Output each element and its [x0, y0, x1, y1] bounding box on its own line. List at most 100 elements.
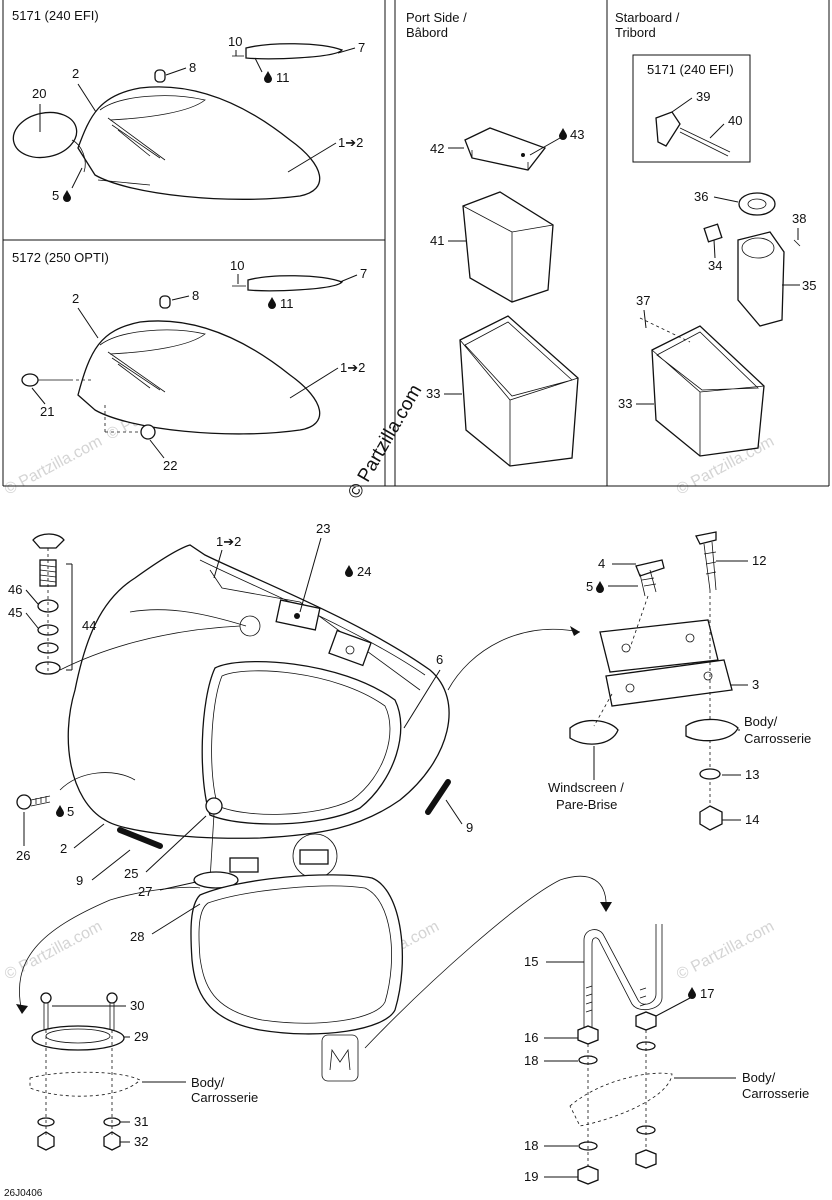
port-side-subtitle: Bâbord	[406, 25, 448, 40]
windscreen-part	[569, 720, 619, 745]
callout-33: 33	[618, 396, 632, 411]
striker-base-part	[193, 871, 239, 889]
u-bolt-kit	[364, 875, 673, 1185]
callout-7: 7	[360, 266, 367, 281]
callout-9: 9	[466, 820, 473, 835]
carrosserie-label: Carrosserie	[744, 731, 811, 746]
callout-25: 25	[124, 866, 138, 881]
pare-brise-label: Pare-Brise	[556, 797, 617, 812]
windscreen-frame-part	[190, 874, 403, 1035]
callouts-panel-a: 20 2 8 10 7 11 1➔2 5	[32, 34, 365, 203]
callout-26: 26	[16, 848, 30, 863]
callout-46: 46	[8, 582, 22, 597]
oil-drop-icon	[688, 987, 696, 999]
bin-lid-part	[464, 127, 547, 171]
callout-21: 21	[40, 404, 54, 419]
hood-lens-part	[12, 111, 78, 159]
lock-cylinder-part	[655, 111, 681, 147]
callout-7: 7	[358, 40, 365, 55]
oil-drop-icon	[596, 581, 604, 593]
base-kit-left	[16, 886, 201, 1151]
callout-22: 22	[163, 458, 177, 473]
trim-strip-part	[245, 43, 344, 60]
callout-15: 15	[524, 954, 538, 969]
storage-bin-part	[459, 315, 579, 467]
callout-14: 14	[745, 812, 759, 827]
callouts-starboard: 39 40 36 38 34 35 37 33	[618, 89, 816, 411]
callout-41: 41	[430, 233, 444, 248]
callout-19: 19	[524, 1169, 538, 1184]
latch-part	[205, 797, 223, 815]
callout-8: 8	[192, 288, 199, 303]
reference-code: 26J0406	[4, 1188, 43, 1199]
oil-drop-icon	[559, 128, 567, 140]
callout-24: 24	[357, 564, 371, 579]
starboard-parts	[639, 111, 801, 457]
panel-title-5172: 5172 (250 OPTI)	[12, 250, 109, 265]
callout-30: 30	[130, 998, 144, 1013]
hood-assembly-5171	[12, 43, 344, 200]
lock-bezel-part	[32, 533, 65, 549]
callout-12: 12	[752, 553, 766, 568]
lock-housing-part	[737, 231, 785, 327]
nut-part	[37, 599, 59, 613]
callout-11: 11	[276, 70, 290, 85]
watermark-faint: © Partzilla.com	[2, 918, 105, 984]
callout-20: 20	[32, 86, 46, 101]
carrosserie-label: Carrosserie	[742, 1086, 809, 1101]
callout-1-to-2: 1➔2	[340, 360, 365, 375]
callout-38: 38	[792, 211, 806, 226]
nut-part	[699, 805, 723, 831]
inner-bin-part	[462, 191, 554, 303]
hood-interior-assembly	[67, 544, 451, 1082]
inner-window-part	[201, 660, 402, 825]
callout-18: 18	[524, 1053, 538, 1068]
oil-drop-icon	[63, 190, 71, 202]
plate-part	[703, 223, 723, 243]
cap-part	[738, 192, 776, 216]
callout-10: 10	[230, 258, 244, 273]
pad-part	[328, 629, 372, 667]
nut-part	[635, 1011, 657, 1031]
callout-5: 5	[52, 188, 59, 203]
callout-4: 4	[598, 556, 605, 571]
oil-drop-icon	[264, 71, 272, 83]
callout-31: 31	[134, 1114, 148, 1129]
screw-head-part	[695, 531, 717, 545]
body-label: Body/	[744, 714, 778, 729]
callout-43: 43	[570, 127, 584, 142]
carrosserie-label: Carrosserie	[191, 1090, 258, 1105]
callout-9: 9	[76, 873, 83, 888]
hood-part	[77, 320, 321, 435]
panel-title-5171: 5171 (240 EFI)	[12, 8, 99, 23]
starboard-inset-title: 5171 (240 EFI)	[647, 62, 734, 77]
callout-35: 35	[802, 278, 816, 293]
callout-16: 16	[524, 1030, 538, 1045]
vent-plug-part	[159, 295, 171, 309]
callout-5: 5	[67, 804, 74, 819]
callout-36: 36	[694, 189, 708, 204]
body-label: Body/	[191, 1075, 225, 1090]
callout-2: 2	[72, 291, 79, 306]
screw-head-part	[21, 373, 39, 387]
hinge-part	[229, 857, 259, 873]
callout-33: 33	[426, 386, 440, 401]
callout-2: 2	[72, 66, 79, 81]
nut-part	[577, 1025, 599, 1045]
callout-37: 37	[636, 293, 650, 308]
callout-40: 40	[728, 113, 742, 128]
callouts-bottom: 1➔2 23 24 6 46 45 44 26 5 2 9 25 27 28 9…	[8, 521, 766, 1184]
port-side-title: Port Side /	[406, 10, 467, 25]
port-side-bins	[459, 127, 579, 467]
callout-34: 34	[708, 258, 722, 273]
nut-part	[577, 1165, 599, 1185]
washer-part	[699, 768, 721, 780]
callout-13: 13	[745, 767, 759, 782]
callout-10: 10	[228, 34, 242, 49]
callout-28: 28	[130, 929, 144, 944]
starboard-subtitle: Tribord	[615, 25, 656, 40]
callout-23: 23	[316, 521, 330, 536]
callout-1-to-2: 1➔2	[338, 135, 363, 150]
